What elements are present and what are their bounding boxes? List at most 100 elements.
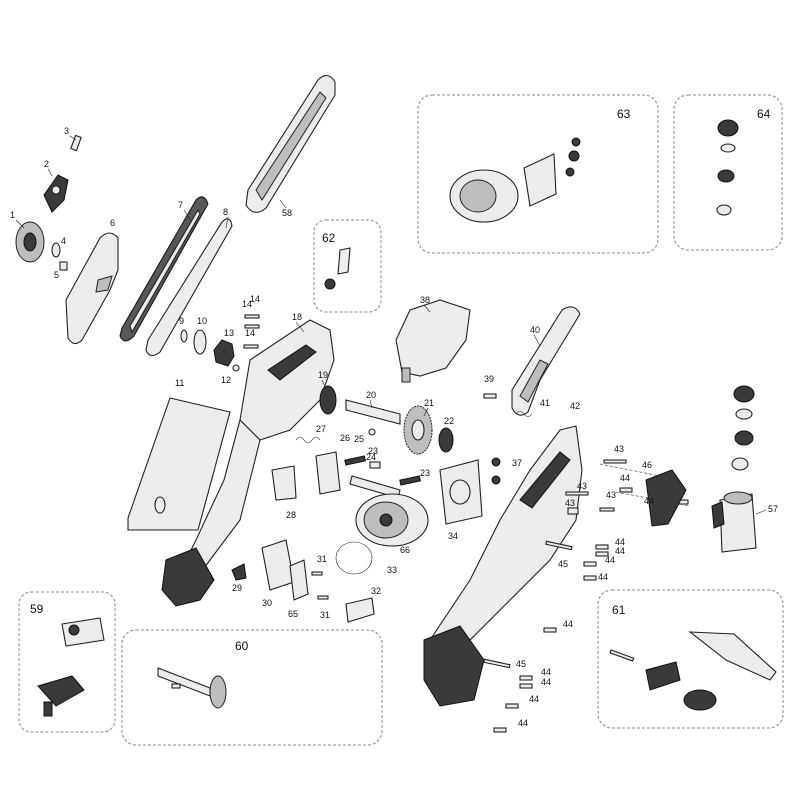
label-44j: 44 — [529, 694, 539, 704]
label-40: 40 — [530, 325, 540, 335]
part-28-trigger — [271, 465, 297, 501]
label-14a: 14 — [250, 294, 260, 304]
part-20-shaft — [345, 399, 401, 425]
label-29: 29 — [232, 583, 242, 593]
part-12-screw — [232, 364, 240, 372]
part-1-knob — [15, 221, 45, 263]
label-9: 9 — [179, 316, 184, 326]
part-5-nut — [59, 261, 68, 271]
inset-60-content — [157, 667, 227, 709]
part-39-screw — [483, 393, 497, 399]
label-58: 58 — [282, 208, 292, 218]
leader-lines — [15, 135, 767, 515]
label-34: 34 — [448, 531, 458, 541]
label-19: 19 — [318, 370, 328, 380]
label-37: 37 — [512, 458, 522, 468]
part-29-lock — [231, 563, 247, 581]
inset-62-content — [324, 247, 351, 290]
inset-label-63: 63 — [617, 107, 631, 121]
label-43b: 43 — [577, 481, 587, 491]
label-41: 41 — [540, 398, 550, 408]
label-26: 26 — [340, 433, 350, 443]
inset-61-content — [609, 631, 777, 711]
part-8-guide-bar — [145, 218, 233, 357]
part-23-rod-a — [344, 455, 366, 466]
part-23-rod-b — [399, 475, 421, 486]
inset-label-60: 60 — [235, 639, 249, 653]
part-58-bar-cover — [245, 74, 336, 213]
part-65-contacts — [289, 559, 309, 601]
label-5: 5 — [54, 270, 59, 280]
part-40-lever — [511, 306, 581, 416]
part-25-pin — [368, 428, 376, 436]
inset-label-59: 59 — [30, 602, 44, 616]
label-65: 65 — [288, 609, 298, 619]
label-38: 38 — [420, 295, 430, 305]
label-46: 46 — [642, 460, 652, 470]
label-44a: 44 — [620, 473, 630, 483]
label-44f: 44 — [598, 572, 608, 582]
label-33: 33 — [387, 565, 397, 575]
label-44b: 44 — [644, 496, 654, 506]
part-46-cap — [645, 469, 687, 527]
part-2-tensioner — [43, 174, 69, 213]
label-22: 22 — [444, 416, 454, 426]
label-44c: 44 — [615, 537, 625, 547]
label-21: 21 — [424, 398, 434, 408]
label-14b: 14 — [242, 299, 252, 309]
label-45a: 45 — [558, 559, 568, 569]
part-43-pins — [565, 459, 627, 515]
part-31-screw-b — [317, 595, 329, 600]
label-23a: 23 — [368, 446, 378, 456]
inset-box-64 — [673, 94, 783, 251]
label-13: 13 — [224, 328, 234, 338]
part-10-disc — [193, 329, 207, 355]
inset-box-60 — [121, 629, 383, 746]
part-38-handle-cover — [395, 299, 471, 383]
label-14c: 14 — [245, 328, 255, 338]
part-18-housing-left — [161, 319, 335, 607]
label-4: 4 — [61, 236, 66, 246]
label-44k: 44 — [518, 718, 528, 728]
part-7-saw-chain — [119, 196, 209, 342]
part-22-bearing — [438, 427, 454, 453]
inset-label-61: 61 — [612, 603, 626, 617]
inset-63-content — [449, 137, 581, 223]
part-45-pin-a — [545, 540, 573, 551]
part-3-pin — [70, 134, 82, 152]
label-44i: 44 — [541, 677, 551, 687]
label-31b: 31 — [320, 610, 330, 620]
label-10: 10 — [197, 316, 207, 326]
part-19-bearing — [319, 385, 337, 415]
part-14-screws — [243, 314, 260, 349]
label-6: 6 — [110, 218, 115, 228]
part-41-spring — [515, 411, 533, 417]
label-2: 2 — [44, 159, 49, 169]
inset-59-content — [37, 617, 105, 717]
inset-label-62: 62 — [322, 231, 336, 245]
label-57: 57 — [768, 504, 778, 514]
label-7: 7 — [178, 200, 183, 210]
part-30-board — [261, 539, 295, 591]
part-21-gear — [403, 405, 433, 455]
label-30: 30 — [262, 598, 272, 608]
inset-box-62 — [313, 219, 382, 313]
inset-64-content — [716, 119, 739, 216]
part-45-pin-b — [483, 658, 511, 669]
part-33-ring — [335, 541, 373, 575]
label-3: 3 — [64, 126, 69, 136]
part-9-washer — [180, 329, 188, 343]
label-42: 42 — [570, 401, 580, 411]
part-66-motor — [355, 493, 429, 547]
inset-box-59 — [18, 591, 116, 733]
part-31-screw-a — [311, 571, 323, 576]
label-27: 27 — [316, 424, 326, 434]
label-43c: 43 — [565, 498, 575, 508]
inset-box-63 — [417, 94, 659, 254]
label-25: 25 — [354, 434, 364, 444]
part-27-spring — [295, 436, 321, 444]
part-37-motor-plate — [439, 457, 501, 525]
part-32-bracket — [345, 597, 375, 623]
label-23b: 23 — [420, 468, 430, 478]
